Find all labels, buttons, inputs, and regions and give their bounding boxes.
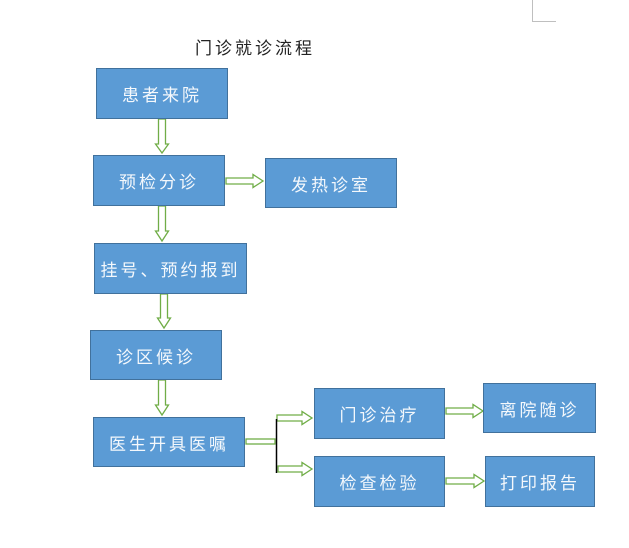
arrow-branch-to-examination <box>277 461 314 477</box>
node-patient-arrival: 患者来院 <box>96 68 228 119</box>
arrow-branch-to-outpatient-treatment <box>276 410 314 426</box>
arrow-registration-to-waiting <box>156 293 172 330</box>
node-registration: 挂号、预约报到 <box>94 243 247 294</box>
arrow-waiting-to-doctor-orders <box>154 379 170 417</box>
node-triage: 预检分诊 <box>93 155 225 206</box>
node-examination: 检查检验 <box>314 456 445 507</box>
arrow-examination-to-print-report <box>445 473 486 489</box>
arrow-triage-to-registration <box>154 205 170 243</box>
connector-doctor-orders-to-branch <box>245 438 276 445</box>
node-doctor-orders: 医生开具医嘱 <box>93 417 245 467</box>
node-discharge-followup: 离院随诊 <box>483 383 596 433</box>
node-outpatient-treatment: 门诊治疗 <box>314 388 445 439</box>
page-corner-mark-vertical <box>532 0 533 22</box>
arrow-triage-to-fever-clinic <box>225 173 265 189</box>
node-waiting: 诊区候诊 <box>90 330 222 380</box>
node-fever-clinic: 发热诊室 <box>265 158 397 208</box>
arrow-arrival-to-triage <box>154 118 170 155</box>
arrow-outpatient-treatment-to-discharge <box>445 403 485 419</box>
flowchart-title: 门诊就诊流程 <box>195 39 315 59</box>
page-corner-mark-horizontal <box>532 21 556 22</box>
node-print-report: 打印报告 <box>485 456 595 507</box>
